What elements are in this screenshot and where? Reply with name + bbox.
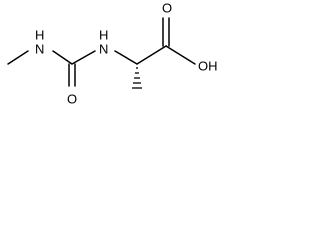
atom-label-acid-oxygen: O bbox=[162, 0, 172, 15]
atom-label-hydroxyl: OH bbox=[198, 58, 218, 73]
atom-label-nh-left-h: H bbox=[35, 27, 44, 42]
chemical-structure: H N H N O O OH bbox=[7, 0, 218, 106]
atom-label-nh-right-h: H bbox=[99, 27, 108, 42]
atom-label-n-left: N bbox=[35, 41, 44, 56]
hashed-wedge-bond bbox=[132, 67, 142, 89]
atom-label-n-right: N bbox=[99, 41, 108, 56]
bond-n-alpha-carbon bbox=[114, 50, 138, 65]
bond-methyl-n bbox=[7, 50, 29, 65]
bond-carbonyl-n-right bbox=[71, 50, 96, 65]
bond-alpha-carboxyl bbox=[136, 45, 167, 65]
bond-acid-oh bbox=[165, 45, 196, 65]
atom-label-carbonyl-oxygen: O bbox=[67, 91, 77, 106]
bond-n-carbonyl-left bbox=[52, 50, 73, 65]
